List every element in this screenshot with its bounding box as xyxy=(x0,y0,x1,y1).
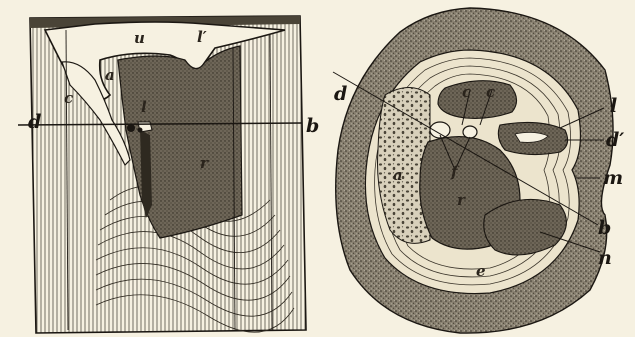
label-a: a xyxy=(105,66,115,84)
label-d: d xyxy=(28,111,41,133)
label-m: m xyxy=(603,167,623,189)
label-d-prime: d′ xyxy=(606,129,624,151)
label-a: a xyxy=(393,166,403,184)
label-b: b xyxy=(306,115,319,137)
label-n: n xyxy=(598,247,612,269)
label-l-prime: l′ xyxy=(197,28,207,46)
cavity-f-right xyxy=(463,126,477,138)
label-l: l xyxy=(141,98,147,116)
cross-section: d c c a f r e l d′ m b n xyxy=(333,8,624,333)
label-c-right: c xyxy=(486,83,495,101)
label-r: r xyxy=(457,191,466,209)
label-r: r xyxy=(200,154,209,172)
label-c-left: c xyxy=(462,83,471,101)
label-c: c xyxy=(64,89,73,107)
label-d: d xyxy=(334,83,347,105)
label-l: l xyxy=(610,95,617,117)
label-e: e xyxy=(476,262,486,280)
label-b: b xyxy=(598,217,611,239)
junction-dot xyxy=(127,124,135,132)
upper-lobe-c xyxy=(438,81,517,119)
longitudinal-section: u l′ a c l r d b xyxy=(18,16,319,333)
label-u: u xyxy=(134,29,145,47)
junction-dot-small xyxy=(138,128,143,133)
